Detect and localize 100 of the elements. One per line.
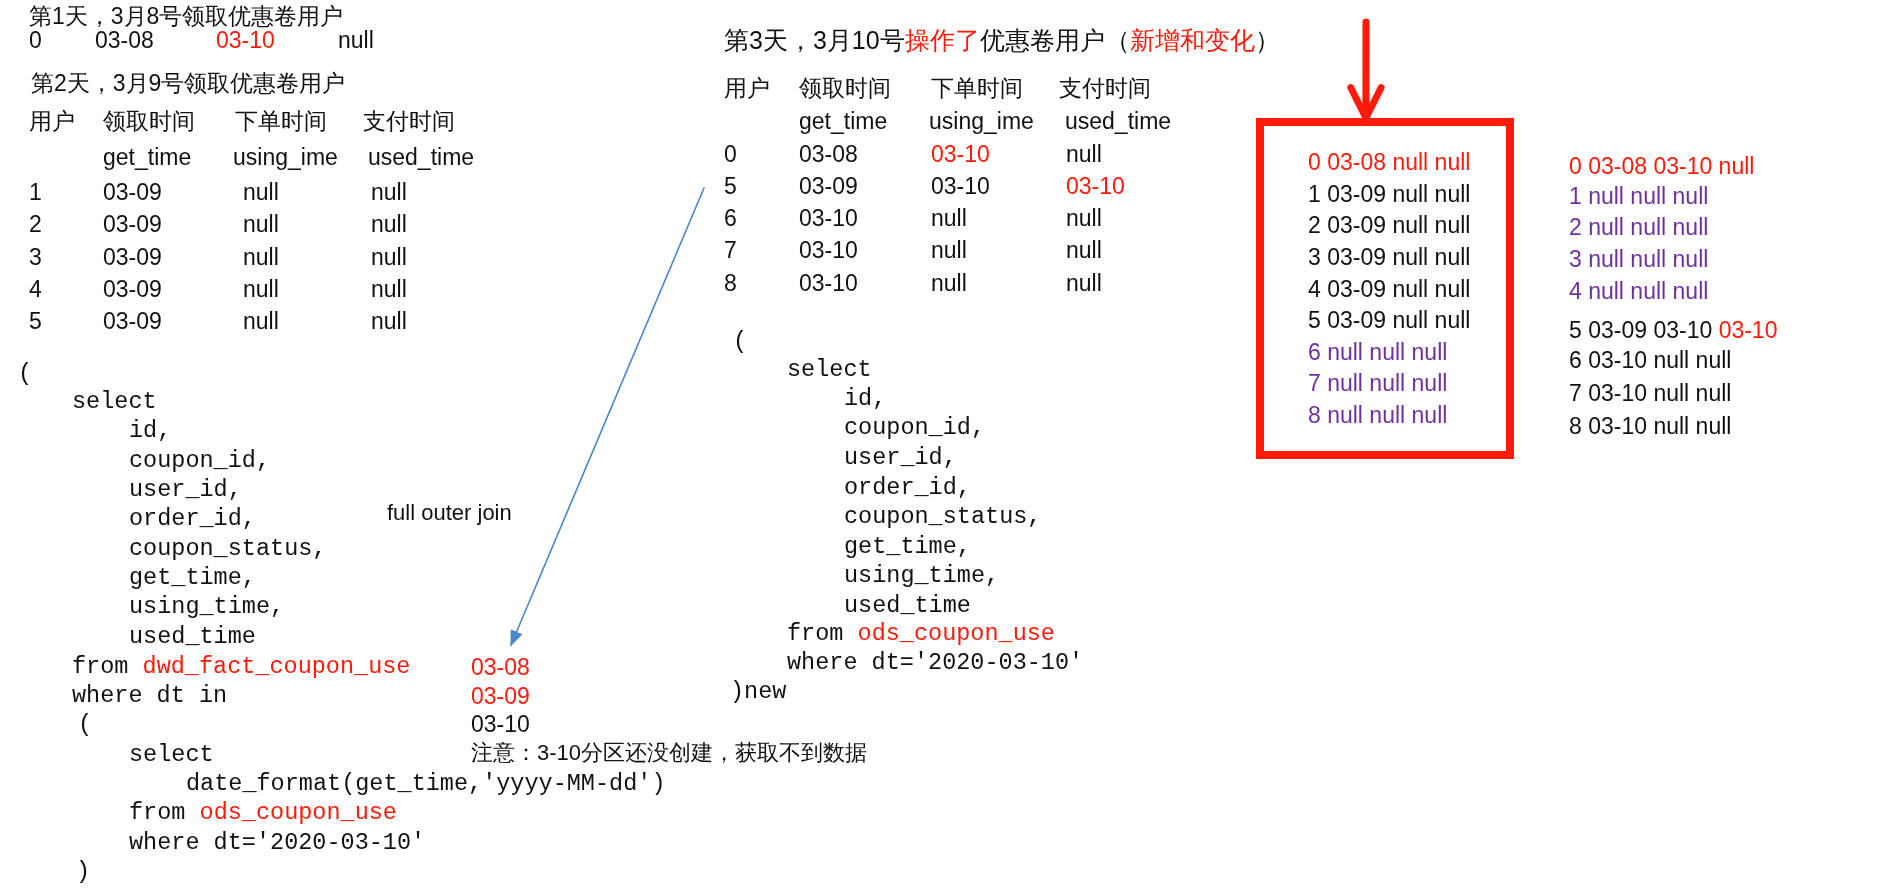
table-cell: 用户: [29, 108, 75, 136]
table-cell: get_time: [799, 108, 888, 136]
data-row: 3 03-09 null null: [1308, 244, 1471, 272]
table-cell: 4: [29, 276, 42, 304]
table-cell: 下单时间: [235, 108, 327, 136]
table-cell: 03-09: [103, 244, 162, 272]
data-row: 4 null null null: [1569, 278, 1709, 306]
code-line: )new: [730, 677, 787, 707]
code-line: where dt in: [72, 681, 228, 711]
date-text: 03-09: [471, 682, 530, 711]
code-line: used_time: [129, 622, 256, 652]
table-cell: 6: [724, 205, 737, 233]
table-cell: 03-09: [799, 173, 858, 201]
table-cell: 2: [29, 211, 42, 239]
data-row: 2 03-09 null null: [1308, 212, 1471, 240]
code-line: using_time,: [844, 561, 1000, 591]
table-cell: 03-10: [216, 27, 275, 55]
code-line: using_time,: [129, 592, 285, 622]
table-cell: 03-10: [799, 237, 858, 265]
table-cell: 03-09: [103, 308, 162, 336]
code-line: order_id,: [129, 504, 256, 534]
table-cell: null: [931, 270, 967, 298]
heading-text: 第2天，3月9号领取优惠卷用户: [31, 70, 346, 98]
table-cell: 03-10: [931, 173, 990, 201]
table-cell: 03-08: [799, 141, 858, 169]
table-cell: 03-09: [103, 179, 162, 207]
table-cell: get_time: [103, 144, 192, 172]
table-cell: 1: [29, 179, 42, 207]
arrow: [510, 187, 705, 647]
table-cell: 5: [29, 308, 42, 336]
code-line: coupon_status,: [129, 534, 327, 564]
code-line: id,: [129, 416, 172, 446]
date-text: 03-08: [471, 654, 530, 682]
data-row: 5 03-09 03-10 03-10: [1569, 317, 1778, 345]
code-line: from ods_coupon_use: [787, 619, 1055, 649]
data-row: 4 03-09 null null: [1308, 275, 1471, 304]
table-cell: null: [338, 27, 374, 55]
table-cell: 领取时间: [103, 108, 195, 136]
table-cell: 3: [29, 244, 42, 272]
data-row: 5 03-09 null null: [1308, 307, 1471, 335]
table-cell: used_time: [1065, 108, 1172, 136]
heading-text: 第1天，3月8号领取优惠卷用户: [29, 3, 344, 30]
code-line: (: [733, 327, 748, 357]
code-line: where dt='2020-03-10': [129, 828, 426, 858]
table-cell: null: [243, 308, 279, 336]
code-line: select: [72, 387, 157, 417]
table-cell: 下单时间: [931, 75, 1023, 103]
table-cell: null: [1066, 237, 1102, 265]
code-line: coupon_id,: [129, 446, 271, 476]
table-cell: null: [931, 237, 967, 265]
table-cell: 5: [724, 173, 737, 201]
table-cell: 支付时间: [363, 108, 455, 136]
table-cell: null: [1066, 205, 1102, 233]
code-line: (: [78, 710, 93, 740]
code-line: (: [18, 359, 33, 389]
code-line: date_format(get_time,'yyyy-MM-dd'): [186, 769, 666, 799]
code-line: select: [129, 740, 214, 770]
highlight-box: [1256, 118, 1514, 459]
table-cell: null: [1066, 270, 1102, 298]
data-row: 1 null null null: [1569, 183, 1709, 211]
data-row: 7 03-10 null null: [1569, 380, 1732, 408]
table-cell: null: [243, 179, 279, 207]
table-cell: 0: [29, 27, 42, 55]
table-cell: 03-09: [103, 211, 162, 239]
code-line: user_id,: [844, 443, 957, 473]
table-cell: 03-10: [799, 205, 858, 233]
table-cell: null: [931, 205, 967, 233]
data-row: 1 03-09 null null: [1308, 180, 1471, 209]
table-cell: null: [371, 244, 407, 272]
data-row: 6 03-10 null null: [1569, 347, 1732, 375]
code-line: get_time,: [844, 532, 971, 562]
code-line: select: [787, 355, 872, 385]
code-line: get_time,: [129, 563, 256, 593]
table-cell: 领取时间: [799, 75, 891, 103]
table-cell: 03-10: [931, 141, 990, 169]
code-line: used_time: [844, 591, 971, 621]
code-line: from dwd_fact_coupon_use: [72, 652, 411, 682]
code-line: id,: [844, 384, 887, 414]
code-line: user_id,: [129, 475, 242, 505]
table-cell: 03-09: [103, 276, 162, 304]
data-row: 3 null null null: [1569, 246, 1709, 274]
table-cell: null: [243, 276, 279, 304]
data-row: 6 null null null: [1308, 338, 1448, 367]
data-row: 0 03-08 null null: [1308, 149, 1471, 177]
table-cell: 支付时间: [1059, 75, 1151, 103]
table-cell: null: [371, 211, 407, 239]
table-cell: null: [371, 308, 407, 336]
data-row: 2 null null null: [1569, 214, 1709, 242]
data-row: 8 03-10 null null: [1569, 413, 1732, 441]
table-cell: null: [243, 211, 279, 239]
date-text: 03-10: [471, 711, 530, 739]
table-cell: 03-10: [799, 270, 858, 298]
table-cell: null: [243, 244, 279, 272]
table-cell: null: [1066, 141, 1102, 169]
table-cell: used_time: [368, 144, 475, 172]
data-row: 0 03-08 03-10 null: [1569, 153, 1755, 181]
table-cell: null: [371, 276, 407, 304]
table-cell: 03-08: [95, 27, 154, 55]
code-line: where dt='2020-03-10': [787, 648, 1084, 678]
table-cell: 8: [724, 270, 737, 298]
